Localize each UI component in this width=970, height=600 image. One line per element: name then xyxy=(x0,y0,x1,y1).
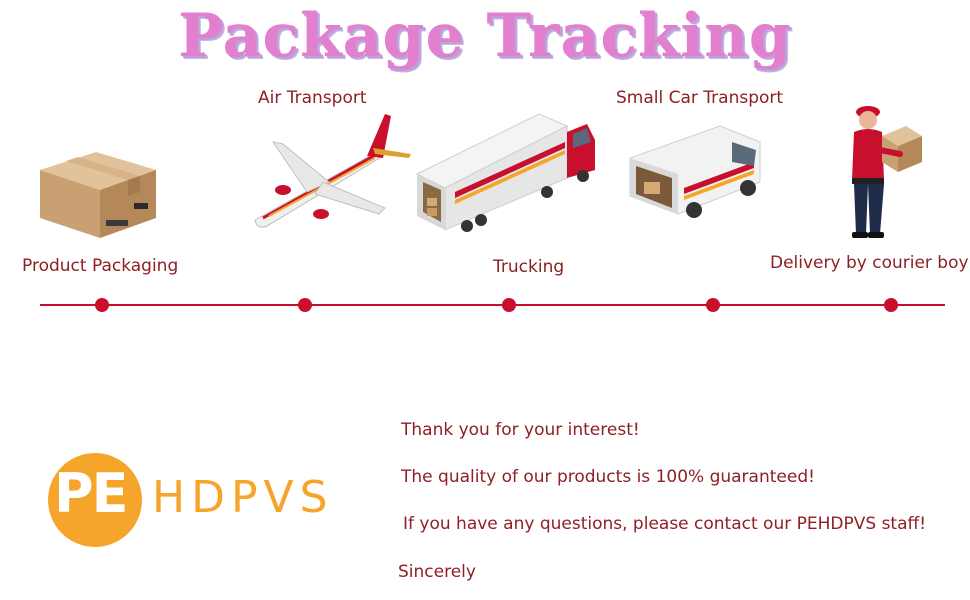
logo-pe-text: PE xyxy=(54,462,128,525)
message-quality: The quality of our products is 100% guar… xyxy=(401,467,815,487)
message-thank-you: Thank you for your interest! xyxy=(401,420,640,440)
logo-name-text: HDPVS xyxy=(152,472,334,523)
step-label-small-car-transport: Small Car Transport xyxy=(616,88,784,108)
step-label-air-transport: Air Transport xyxy=(258,88,367,108)
timeline-dot-delivery-courier xyxy=(884,298,898,312)
page-title: Package Tracking xyxy=(178,1,792,71)
truck-icon xyxy=(415,113,595,232)
van-icon xyxy=(629,125,761,218)
message-contact: If you have any questions, please contac… xyxy=(403,514,927,534)
timeline-dot-trucking xyxy=(502,298,516,312)
timeline-dot-small-car-transport xyxy=(706,298,720,312)
brand-logo: PE HDPVS xyxy=(48,450,368,550)
step-label-product-packaging: Product Packaging xyxy=(22,256,179,276)
logo-circle xyxy=(48,453,142,547)
step-label-delivery-courier: Delivery by courier boy xyxy=(770,253,969,273)
courier-icon xyxy=(852,106,922,238)
cardboard-box-icon xyxy=(40,152,156,238)
step-label-trucking: Trucking xyxy=(493,257,565,277)
message-sincerely: Sincerely xyxy=(398,562,476,582)
airplane-icon xyxy=(254,114,411,228)
timeline-dot-air-transport xyxy=(298,298,312,312)
timeline-dot-product-packaging xyxy=(95,298,109,312)
